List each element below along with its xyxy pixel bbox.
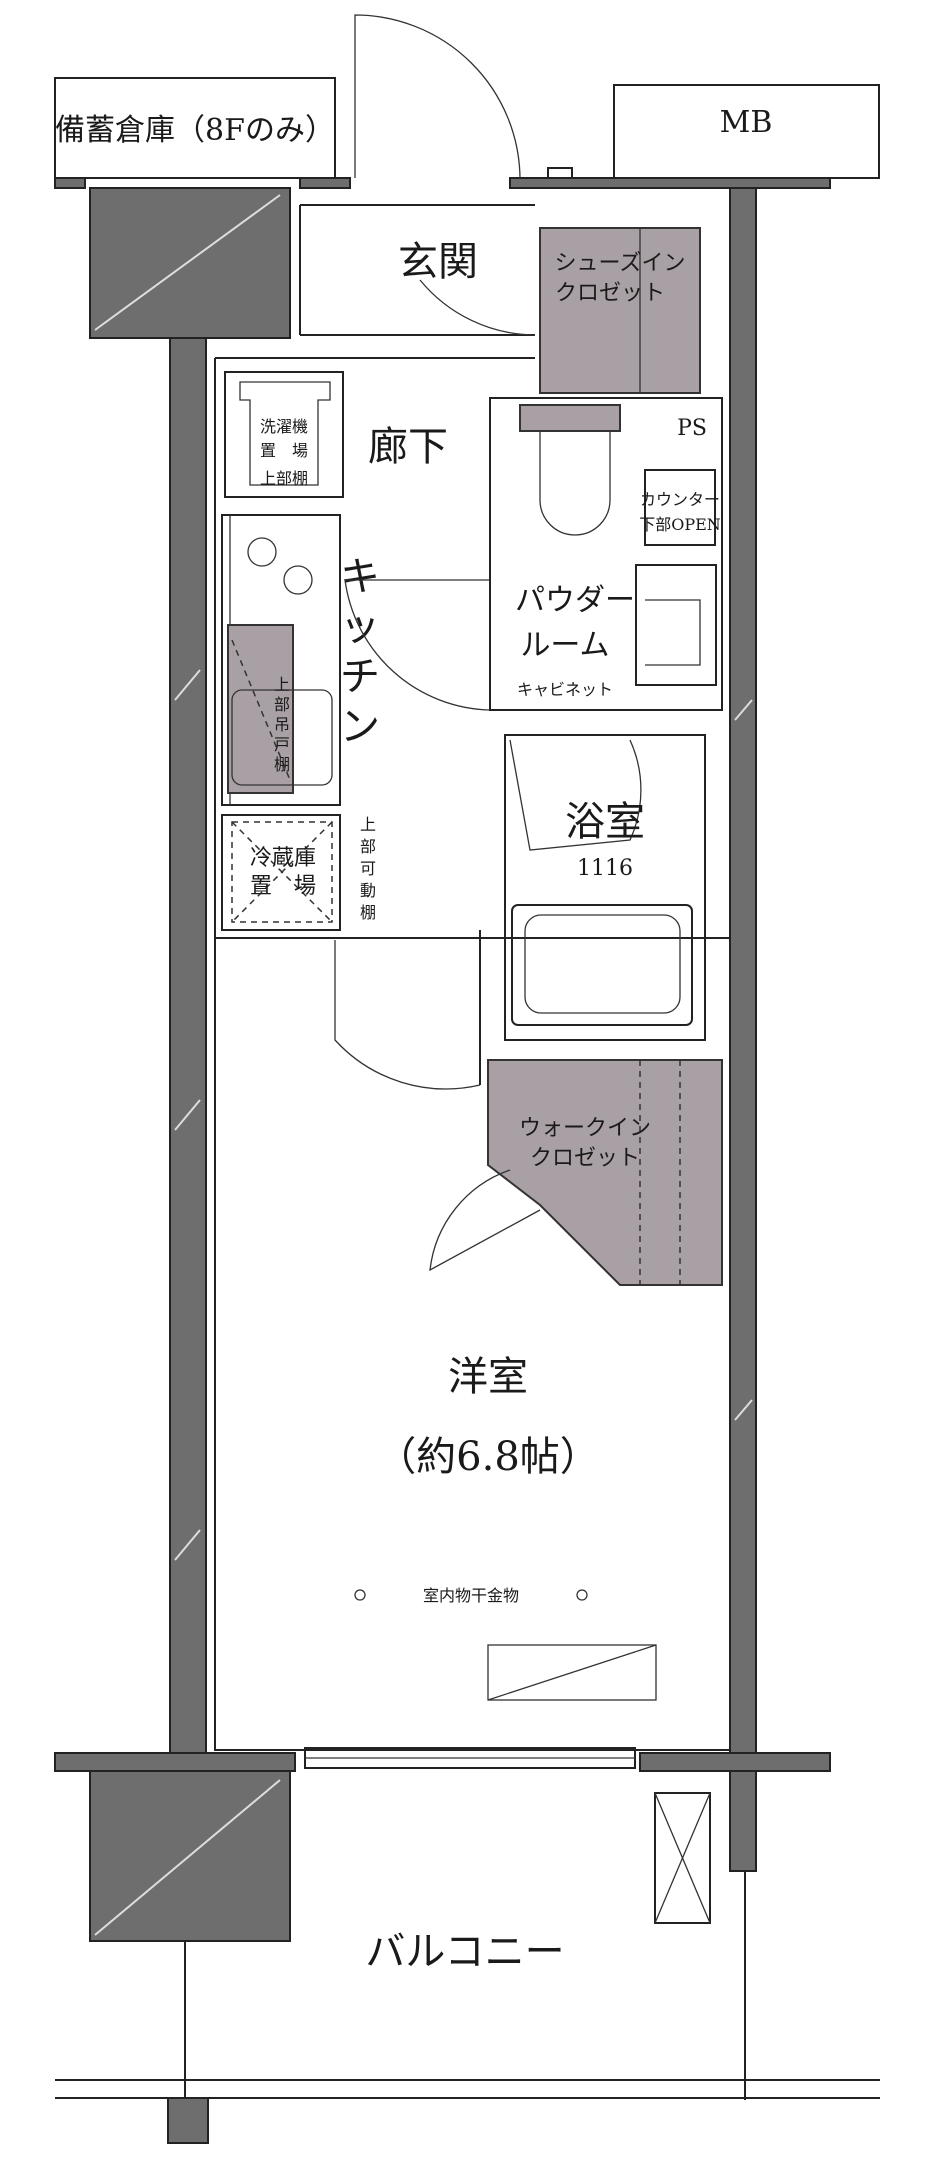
hanging-label-5: 棚 [274,755,290,774]
counter-label-1: カウンター [640,490,720,509]
western-size-label: （約6.8帖） [376,1434,600,1480]
hanger-label: 室内物干金物 [423,1586,519,1605]
aircon [487,1644,657,1701]
powder-label-1: パウダー [515,583,635,618]
bathroom [504,734,706,1041]
top-wall-left [54,177,86,189]
hanging-label-4: 戸 [274,735,290,754]
bath-size-label: 1116 [577,856,633,881]
fridge-label-2: 置 場 [250,874,316,899]
shoe-closet-label-1: シューズイン [555,251,686,276]
walkin-label-2: クロゼット [530,1146,640,1171]
bottom-wall-right [639,1752,831,1772]
mb-box [613,84,880,179]
toilet-shelf [519,404,621,432]
bathtub-inner [524,914,681,1014]
kitchen-label-3: チ [340,654,380,700]
counter-label-2: 下部OPEN [639,515,721,534]
door-stopper [547,167,573,179]
left-wall [169,337,207,1774]
structural-walls [54,177,831,1942]
western-label: 洋室 [448,1354,528,1400]
entrance-label: 玄関 [398,239,478,285]
stove-burner-2 [283,565,313,595]
bath-door-swing [509,739,642,851]
western-room-outline [214,937,731,1751]
hanging-label-2: 部 [274,695,290,714]
inner-door-swing [419,279,536,336]
washer-label-1: 洗濯機 [260,417,308,436]
movable-label-2: 部 [360,837,376,856]
hanging-label-1: 上 [274,675,290,694]
hanging-label-3: 吊 [274,715,290,734]
top-wall-mid [299,177,351,189]
washer-label-2: 置 場 [260,441,308,460]
room-door-swing [334,940,481,1090]
shoe-closet-label-2: クロゼット [555,281,665,306]
cabinet-label: キャビネット [517,680,613,699]
movable-label-4: 動 [360,881,376,900]
kitchen-counter [221,514,341,806]
counter-box [644,469,716,546]
movable-label-1: 上 [360,815,376,834]
powder-door-swing [344,579,491,711]
kitchen-label-1: キ [340,554,380,600]
washer-area [224,371,344,498]
shoe-closet [539,227,701,394]
fridge-area [221,814,341,931]
stove-burner-1 [247,537,277,567]
right-wall [729,187,757,1774]
vanity [635,564,717,686]
kitchen-sink [231,689,333,786]
column-bottom-right [729,1770,757,1872]
movable-label-5: 棚 [360,903,376,922]
entrance-door-swing [354,14,521,179]
powder-label-2: ルーム [520,628,609,663]
mb-label: MB [720,105,773,140]
balcony-label: バルコニー [365,1929,564,1975]
fridge-label-1: 冷蔵庫 [250,846,316,871]
hanger-hook-left [354,1589,366,1601]
balcony-post [167,2097,209,2144]
hanging-cabinet [227,624,294,794]
kitchen-label-4: ン [340,704,380,750]
bathtub-outer [511,904,693,1026]
balcony-evacuation-hatch [654,1792,711,1924]
bath-label: 浴室 [565,799,645,845]
washer-label-3: 上部棚 [260,469,308,488]
movable-label-3: 可 [360,859,376,878]
toilet [539,431,611,536]
walkin-closet [487,1059,723,1286]
storage-box [54,77,336,179]
powder-room [489,397,723,711]
ps-label: PS [677,416,707,441]
bottom-wall-left [54,1752,296,1772]
storage-8f-label: 備蓄倉庫（8Fのみ） [55,113,335,148]
walkin-label-1: ウォークイン [519,1116,651,1141]
hallway-label: 廊下 [368,424,448,470]
walkin-door-swing [429,1169,541,1272]
top-wall-right [509,177,831,189]
hanger-hook-right [576,1589,588,1601]
